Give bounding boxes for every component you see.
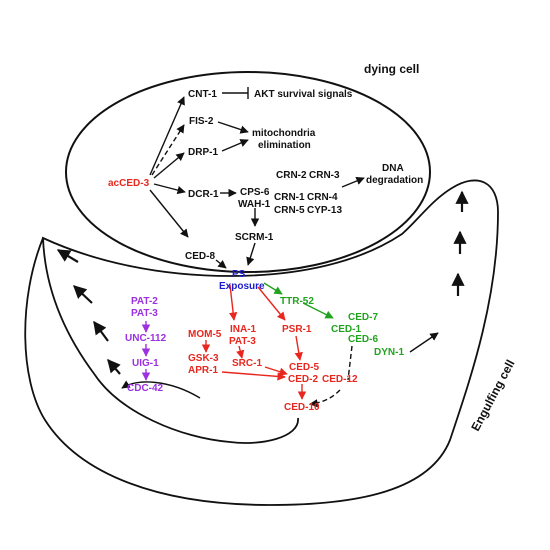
cytoskeleton-arrows: [56, 190, 469, 375]
pat2-purple-label: PAT-2: [131, 296, 158, 307]
ced6-label: CED-6: [348, 334, 378, 345]
psr1-label: PSR-1: [282, 324, 312, 335]
engulfing-cell-title: Engulfing cell: [468, 357, 517, 433]
unc112-label: UNC-112: [125, 333, 167, 344]
ced12-label: CED-12: [322, 374, 358, 385]
mito-label-line1: mitochondria: [252, 128, 316, 139]
cps6-label: CPS-6: [240, 187, 270, 198]
mom5-label: MOM-5: [188, 329, 222, 340]
crn2-label: CRN-2: [276, 170, 307, 181]
ps-label: PS: [232, 269, 246, 280]
crn4-label: CRN-4: [307, 192, 338, 203]
cyp13-label: CYP-13: [307, 205, 342, 216]
uig1-label: UIG-1: [132, 358, 159, 369]
drp1-label: DRP-1: [188, 147, 218, 158]
crn1-label: CRN-1: [274, 192, 305, 203]
crn5-label: CRN-5: [274, 205, 305, 216]
pat3-purple-label: PAT-3: [131, 308, 158, 319]
dyn1-label: DYN-1: [374, 347, 404, 358]
ced7-label: CED-7: [348, 312, 378, 323]
engulfing-cell-arrows: [121, 332, 439, 408]
dna-label-line1: DNA: [382, 163, 404, 174]
ps-exposure-label: Exposure: [219, 281, 265, 292]
fis2-label: FIS-2: [189, 116, 214, 127]
acced3-label: acCED-3: [108, 178, 150, 189]
ced1-label: CED-1: [331, 324, 361, 335]
ced10-label: CED-10: [284, 402, 320, 413]
scrm1-label: SCRM-1: [235, 232, 274, 243]
pat3-red-label: PAT-3: [229, 336, 256, 347]
ced2-label: CED-2: [288, 374, 318, 385]
cnt1-label: CNT-1: [188, 89, 217, 100]
apr1-label: APR-1: [188, 365, 218, 376]
dying-cell-arrows: [149, 87, 365, 269]
ina1-label: INA-1: [230, 324, 257, 335]
mito-label-line2: elimination: [258, 140, 311, 151]
ttr52-label: TTR-52: [280, 296, 314, 307]
src1-label: SRC-1: [232, 358, 262, 369]
akt-label: AKT survival signals: [254, 89, 353, 100]
dcr1-label: DCR-1: [188, 189, 219, 200]
crn3-label: CRN-3: [309, 170, 340, 181]
wah1-label: WAH-1: [238, 199, 271, 210]
red-pathway-arrows: [201, 284, 307, 400]
ced8-label: CED-8: [185, 251, 215, 262]
dying-cell-title: dying cell: [364, 62, 419, 76]
engulfing-cell-membrane: [24, 179, 499, 506]
green-pathway-arrows: [263, 282, 334, 319]
ced5-label: CED-5: [289, 362, 319, 373]
gsk3-label: GSK-3: [188, 353, 219, 364]
cdc42-label: CDC-42: [127, 383, 164, 394]
dying-cell-membrane: [65, 71, 431, 273]
dna-label-line2: degradation: [366, 175, 423, 186]
